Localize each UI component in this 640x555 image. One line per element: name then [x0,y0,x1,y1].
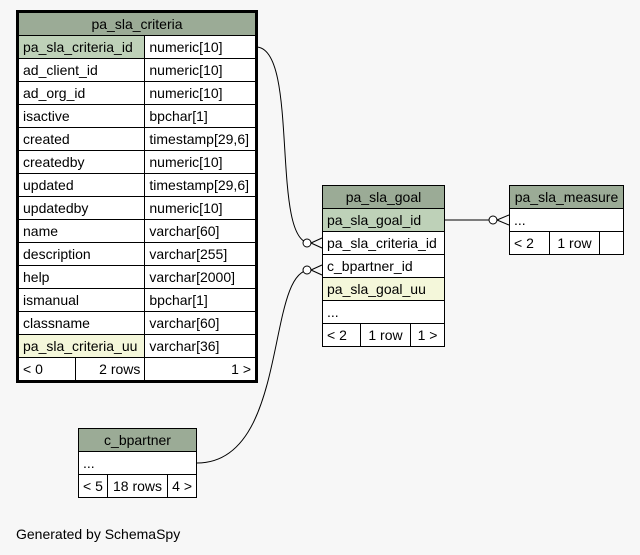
column-name: pa_sla_criteria_uu [17,334,146,358]
column-type: numeric[10] [144,81,256,105]
column-type: varchar[2000] [144,265,256,289]
column-name: ad_org_id [17,81,146,105]
column-type: numeric[10] [144,150,256,174]
column-type: bpchar[1] [144,288,256,312]
row-count: 1 row [360,323,411,347]
table-title[interactable]: pa_sla_measure [509,185,624,209]
children-count [599,231,624,255]
edge-goal-to-criteria-end-icon [302,238,312,248]
column-name: created [17,127,146,151]
column-type: timestamp[29,6] [144,173,256,197]
edge-measure-to-goal-end-icon [488,215,498,225]
column-name: classname [17,311,146,335]
column-row: pa_sla_goal_id [322,208,445,232]
column-type: timestamp[29,6] [144,127,256,151]
column-type: numeric[10] [144,196,256,220]
column-name: ad_client_id [17,58,146,82]
edge-goal-to-criteria [255,46,311,244]
edge-goal-to-bpartner [196,269,311,464]
table-title[interactable]: pa_sla_criteria [18,12,256,36]
column-row: c_bpartner_id [322,254,445,278]
generated-by-text: Generated by SchemaSpy [16,526,181,542]
parents-count[interactable]: < 0 [20,358,76,380]
column-type: bpchar[1] [144,104,256,128]
column-name: createdby [17,150,146,174]
table-title[interactable]: pa_sla_goal [322,185,445,209]
column-type: varchar[255] [144,242,256,266]
children-count[interactable]: 1 > [410,323,445,347]
table-c-bpartner[interactable]: c_bpartner ... < 5 18 rows 4 > [78,428,197,498]
table-pa-sla-measure[interactable]: pa_sla_measure ... < 2 1 row [509,185,624,255]
row-count: 2 rows [99,361,141,377]
column-name: description [17,242,146,266]
column-name: ismanual [17,288,146,312]
column-type: varchar[60] [144,311,256,335]
column-type: numeric[10] [144,58,256,82]
parents-count[interactable]: < 2 [509,231,550,255]
column-name: help [17,265,146,289]
row-count: 1 row [549,231,600,255]
column-row: ... [78,451,197,475]
parents-count[interactable]: < 2 [322,323,361,347]
column-row: pa_sla_criteria_id [322,231,445,255]
column-name: pa_sla_criteria_id [17,35,146,59]
column-row: ... [509,208,624,232]
row-count: 18 rows [106,474,169,498]
table-pa-sla-goal[interactable]: pa_sla_goal pa_sla_goal_id pa_sla_criter… [322,185,445,347]
column-name: name [17,219,146,243]
table-title[interactable]: c_bpartner [78,428,197,452]
children-count[interactable]: 1 > [144,357,256,381]
column-row: ... [322,300,445,324]
children-count[interactable]: 4 > [167,474,197,498]
edge-goal-to-bpartner-end-icon [302,265,312,275]
column-type: numeric[10] [144,35,256,59]
column-type: varchar[36] [144,334,256,358]
column-type: varchar[60] [144,219,256,243]
column-name: isactive [17,104,146,128]
parents-count[interactable]: < 5 [78,474,108,498]
column-name: updated [17,173,146,197]
column-row: pa_sla_goal_uu [322,277,445,301]
column-name: updatedby [17,196,146,220]
